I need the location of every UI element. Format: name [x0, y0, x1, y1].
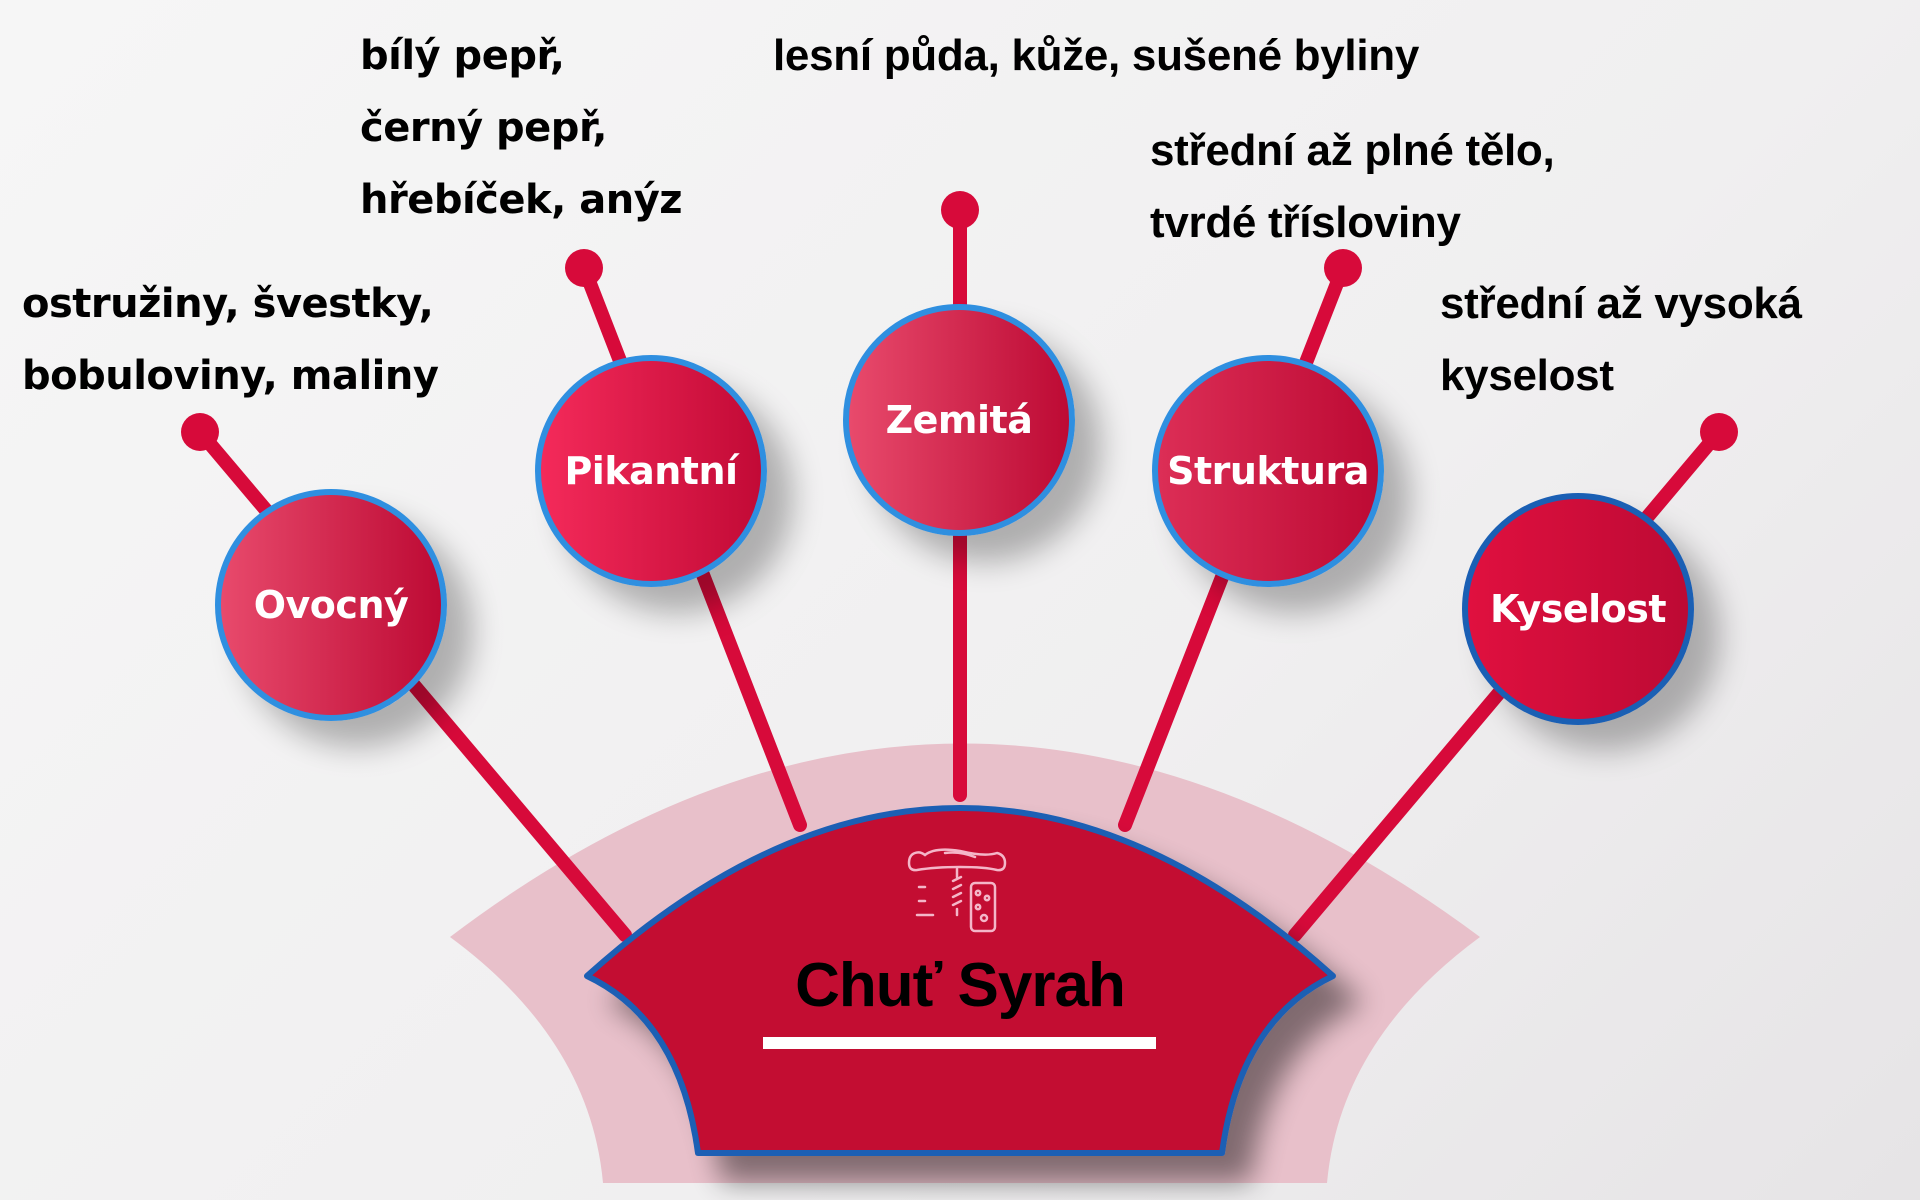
corkscrew-and-glass-icon — [905, 845, 1013, 941]
note-line: bobuloviny, maliny — [22, 353, 439, 399]
note-line: střední až plné tělo, — [1150, 126, 1555, 175]
notes-struktura: střední až plné tělo, tvrdé třísloviny — [1150, 115, 1555, 259]
category-bubble-pikantni: Pikantní — [535, 355, 767, 587]
notes-ovocny: ostružiny, švestky, bobuloviny, maliny — [22, 268, 439, 412]
note-line: černý pepř, — [360, 105, 607, 151]
stick-knobs — [181, 191, 1738, 451]
title-underline — [763, 1037, 1156, 1049]
notes-zemita: lesní půda, kůže, sušené byliny — [773, 20, 1419, 92]
category-label: Ovocný — [253, 583, 409, 627]
category-label: Struktura — [1167, 449, 1369, 493]
category-label: Pikantní — [564, 449, 738, 493]
note-line: ostružiny, švestky, — [22, 281, 434, 327]
category-label: Kyselost — [1489, 587, 1667, 631]
note-line: tvrdé třísloviny — [1150, 198, 1461, 247]
notes-kyselost: střední až vysoká kyselost — [1440, 268, 1802, 412]
note-line: střední až vysoká — [1440, 279, 1802, 328]
category-bubble-kyselost: Kyselost — [1462, 493, 1694, 725]
center-bowl — [584, 805, 1336, 1156]
note-line: hřebíček, anýz — [360, 177, 683, 223]
note-line: kyselost — [1440, 351, 1614, 400]
center-title: Chuť Syrah — [795, 951, 1126, 1020]
category-bubble-ovocny: Ovocný — [215, 489, 447, 721]
category-bubble-zemita: Zemitá — [843, 304, 1075, 536]
note-line: bílý pepř, — [360, 33, 565, 79]
category-bubble-struktura: Struktura — [1152, 355, 1384, 587]
category-label: Zemitá — [885, 398, 1033, 442]
note-line: lesní půda, kůže, sušené byliny — [773, 31, 1420, 80]
notes-pikantni: bílý pepř, černý pepř, hřebíček, anýz — [360, 20, 683, 236]
